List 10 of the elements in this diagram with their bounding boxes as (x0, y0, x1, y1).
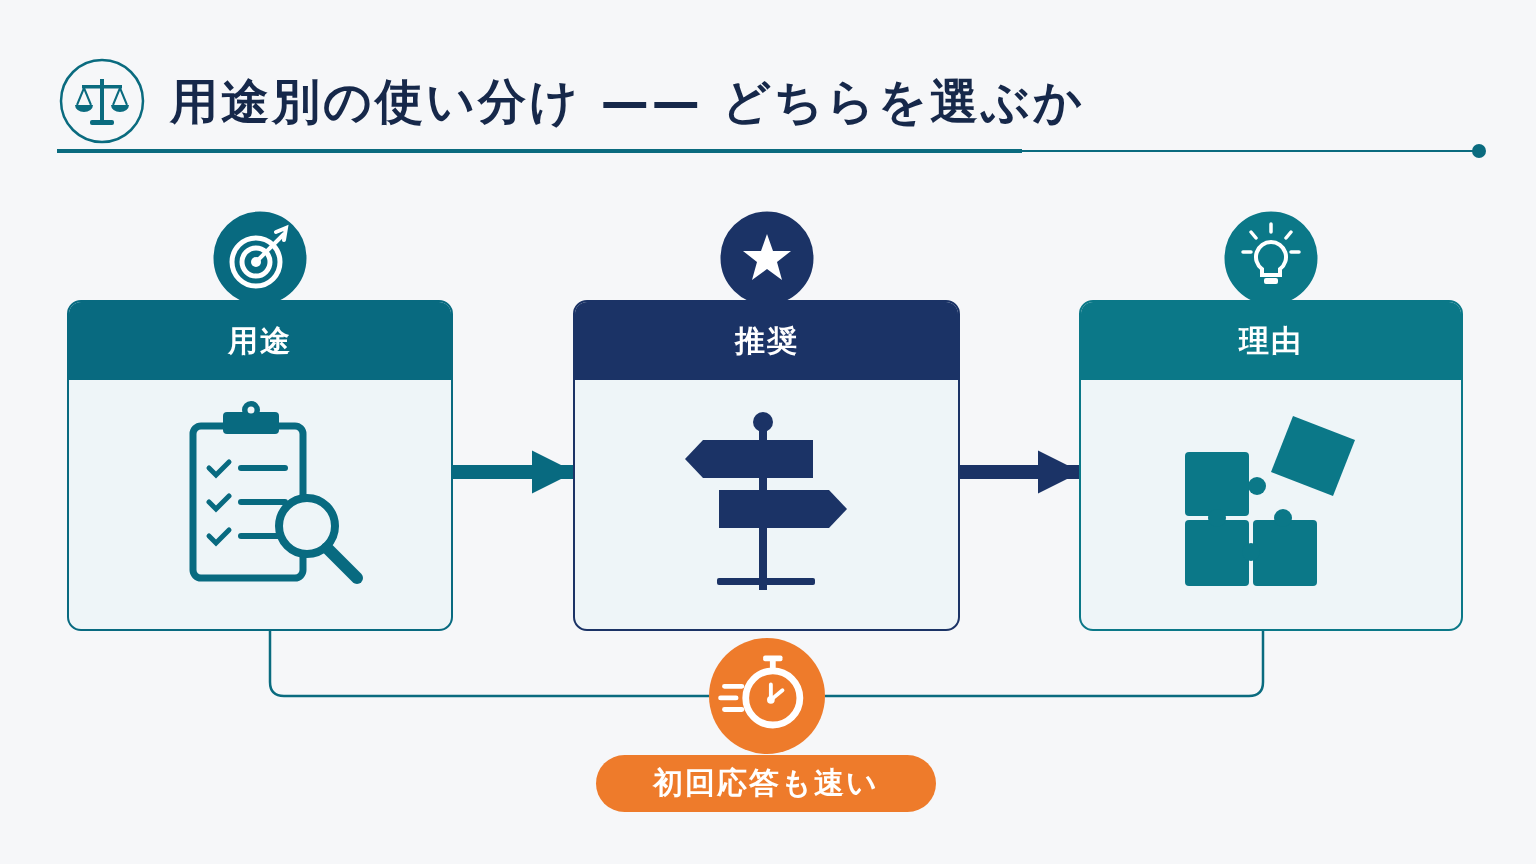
highlight-pill: 初回応答も速い (596, 755, 936, 812)
card-header: 推奨 (575, 302, 958, 380)
process-card (1079, 300, 1463, 631)
process-card (573, 300, 960, 631)
card-header: 理由 (1081, 302, 1461, 380)
connector-line (268, 631, 709, 698)
process-card (67, 300, 453, 631)
title: 用途別の使い分け —— どちらを選ぶか (170, 72, 1086, 131)
connector-line (825, 631, 1265, 698)
card-header: 用途 (69, 302, 451, 380)
